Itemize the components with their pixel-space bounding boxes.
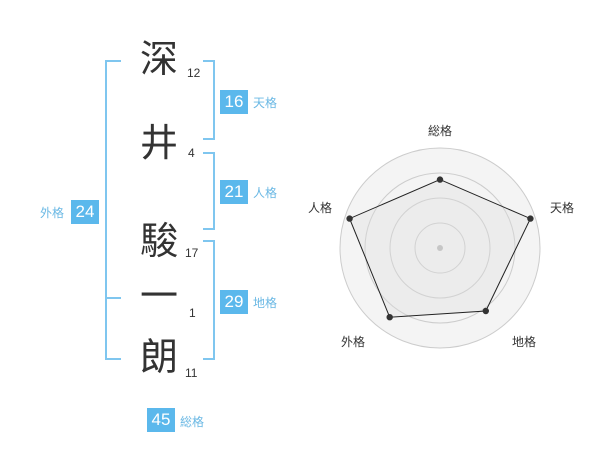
stroke-count-4: 1 xyxy=(189,306,196,320)
radar-label-soukaku: 総格 xyxy=(428,124,453,138)
radar-ring-2 xyxy=(389,197,491,299)
jinkaku-label: 人格 xyxy=(253,186,278,200)
stroke-count-2: 4 xyxy=(188,146,195,160)
radar-point-1 xyxy=(436,176,444,183)
name-char-5: 朗 xyxy=(140,335,179,379)
chikaku-label: 地格 xyxy=(253,296,278,310)
radar-label-gaikaku: 外格 xyxy=(341,335,366,349)
name-char-3: 駿 xyxy=(140,219,179,263)
gaikaku-badge: 24 xyxy=(71,200,99,224)
jinkaku-badge: 21 xyxy=(220,180,248,204)
gaikaku-split-tick xyxy=(105,297,121,299)
jinkaku-bracket xyxy=(203,152,215,230)
chikaku-bracket xyxy=(203,240,215,360)
name-char-4: 一 xyxy=(140,274,179,318)
tenkaku-label: 天格 xyxy=(253,96,278,110)
stroke-count-5: 11 xyxy=(185,366,198,380)
tenkaku-bracket xyxy=(203,60,215,140)
radar-point-3 xyxy=(482,307,489,315)
radar-center-dot xyxy=(437,245,443,251)
radar-point-5 xyxy=(346,215,353,222)
radar-label-tenkaku: 天格 xyxy=(550,201,575,215)
name-char-2: 井 xyxy=(140,121,179,165)
radar-ring-3 xyxy=(364,172,516,324)
chikaku-badge: 29 xyxy=(220,290,248,314)
stroke-count-3: 17 xyxy=(185,246,199,260)
radar-point-4 xyxy=(386,314,393,321)
soukaku-label: 総格 xyxy=(180,415,205,429)
radar-ring-1 xyxy=(414,222,466,274)
radar-label-chikaku: 地格 xyxy=(512,335,537,349)
radar-data-polygon xyxy=(348,179,532,318)
gaikaku-label: 外格 xyxy=(40,206,65,220)
tenkaku-badge: 16 xyxy=(220,90,248,114)
stroke-count-1: 12 xyxy=(187,66,201,80)
radar-point-2 xyxy=(527,215,534,222)
gaikaku-bracket xyxy=(105,60,121,360)
soukaku-badge: 45 xyxy=(147,408,175,432)
name-char-1: 深 xyxy=(140,37,179,81)
radar-label-jinkaku: 人格 xyxy=(308,201,333,215)
